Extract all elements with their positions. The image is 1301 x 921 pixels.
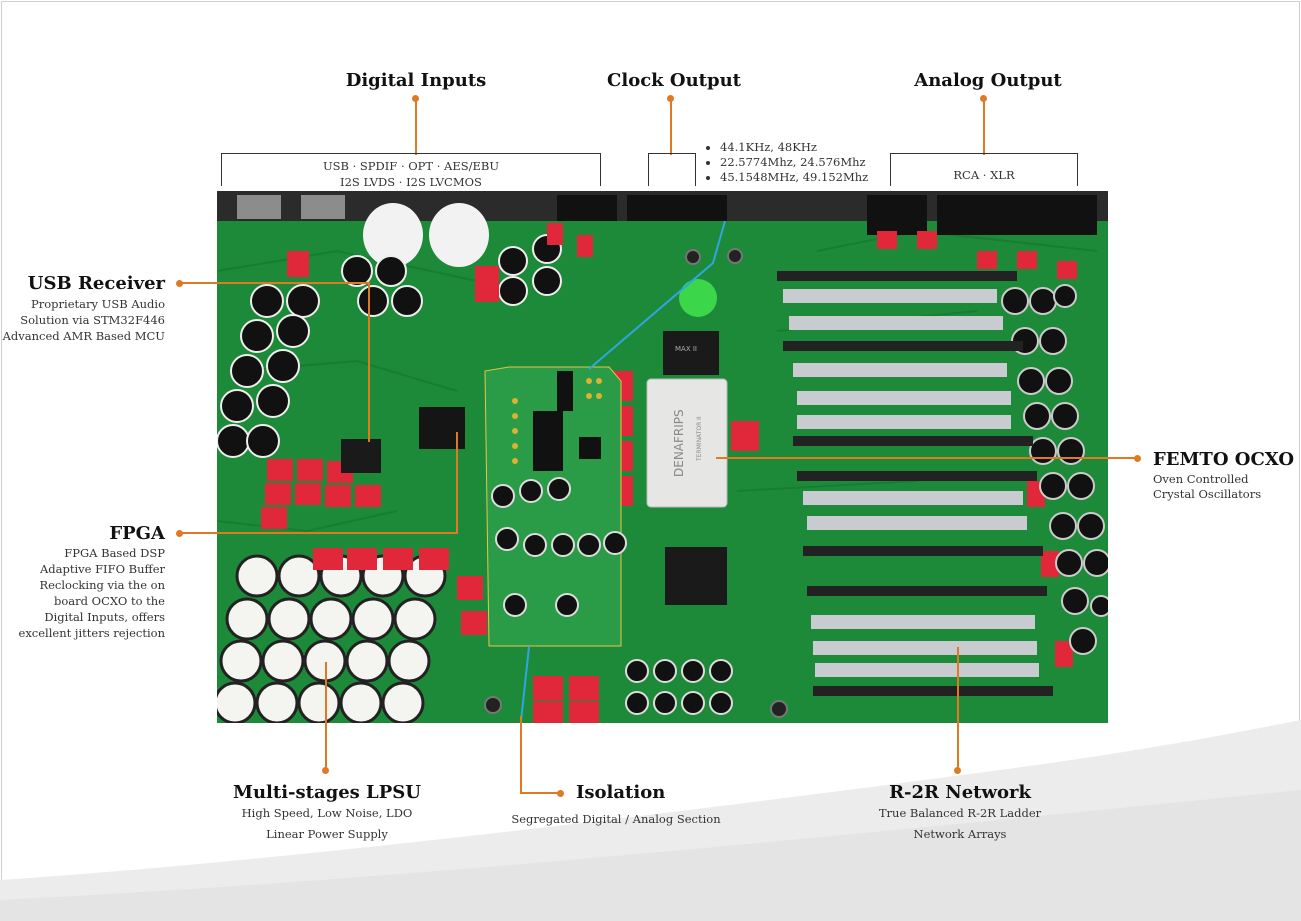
digital-inputs-title: Digital Inputs <box>345 70 487 91</box>
femto-ocxo-line1: Oven Controlled <box>1153 472 1249 486</box>
clock-frequency-item: 22.5774Mhz, 24.576Mhz <box>720 155 868 170</box>
fpga-dot <box>176 530 183 537</box>
clock-output-leader <box>670 99 672 155</box>
isolation-leader-v <box>520 716 522 794</box>
analog-output-leader <box>983 99 985 155</box>
usb-receiver-line3: Advanced AMR Based MCU <box>2 329 165 343</box>
femto-ocxo-leader <box>716 457 1136 459</box>
fpga-line4: board OCXO to the <box>54 594 165 608</box>
fpga-line6: excellent jitters rejection <box>18 626 165 640</box>
isolation-title: Isolation <box>576 782 666 803</box>
fpga-line1: FPGA Based DSP <box>64 546 165 560</box>
clock-output-frequency-list: 44.1KHz, 48KHz 22.5774Mhz, 24.576Mhz 45.… <box>702 140 868 185</box>
lpsu-line1: High Speed, Low Noise, LDO <box>241 806 413 820</box>
r2r-leader <box>957 647 959 771</box>
r2r-line2: Network Arrays <box>913 827 1007 841</box>
clock-frequency-item: 44.1KHz, 48KHz <box>720 140 868 155</box>
analog-output-bracket <box>890 153 1078 186</box>
ocxo-module-sublabel: TERMINATOR II <box>696 416 703 462</box>
usb-receiver-leader-h <box>180 282 370 284</box>
isolation-line1: Segregated Digital / Analog Section <box>511 812 721 826</box>
fpga-line5: Digital Inputs, offers <box>44 610 165 624</box>
femto-ocxo-dot <box>1134 455 1141 462</box>
fpga-line3: Reclocking via the on <box>39 578 165 592</box>
digital-inputs-leader <box>415 99 417 155</box>
lpsu-title: Multi-stages LPSU <box>233 782 421 803</box>
usb-receiver-line2: Solution via STM32F446 <box>20 313 165 327</box>
clock-output-bracket <box>648 153 696 186</box>
clock-frequency-item: 45.1548MHz, 49.152Mhz <box>720 170 868 185</box>
usb-receiver-leader-v <box>368 282 370 442</box>
digital-inputs-line2: I2S LVDS · I2S LVCMOS <box>340 175 482 189</box>
lpsu-line2: Linear Power Supply <box>266 827 388 841</box>
r2r-dot <box>954 767 961 774</box>
usb-receiver-title: USB Receiver <box>27 273 165 294</box>
isolation-leader-h <box>520 792 560 794</box>
digital-inputs-dot <box>412 95 419 102</box>
fpga-leader-h <box>180 532 458 534</box>
fpga-leader-v <box>456 432 458 534</box>
digital-inputs-line1: USB · SPDIF · OPT · AES/EBU <box>322 159 500 173</box>
analog-output-title: Analog Output <box>914 70 1062 91</box>
lpsu-leader <box>325 662 327 770</box>
usb-receiver-dot <box>176 280 183 287</box>
isolation-dot <box>557 790 564 797</box>
clock-output-dot <box>667 95 674 102</box>
femto-ocxo-title: FEMTO OCXO <box>1153 449 1295 470</box>
analog-output-line1: RCA · XLR <box>953 168 1015 182</box>
fpga-title: FPGA <box>109 523 165 544</box>
r2r-line1: True Balanced R-2R Ladder <box>878 806 1042 820</box>
fpga-line2: Adaptive FIFO Buffer <box>39 562 165 576</box>
digital-inputs-bracket <box>221 153 601 186</box>
usb-receiver-line1: Proprietary USB Audio <box>31 297 165 311</box>
clock-output-title: Clock Output <box>607 70 741 91</box>
femto-ocxo-line2: Crystal Oscillators <box>1153 487 1262 501</box>
r2r-title: R-2R Network <box>889 782 1031 803</box>
ocxo-module-label: DENAFRIPS <box>672 409 686 477</box>
fpga-chip-label: MAX II <box>675 345 697 353</box>
analog-output-dot <box>980 95 987 102</box>
lpsu-dot <box>322 767 329 774</box>
